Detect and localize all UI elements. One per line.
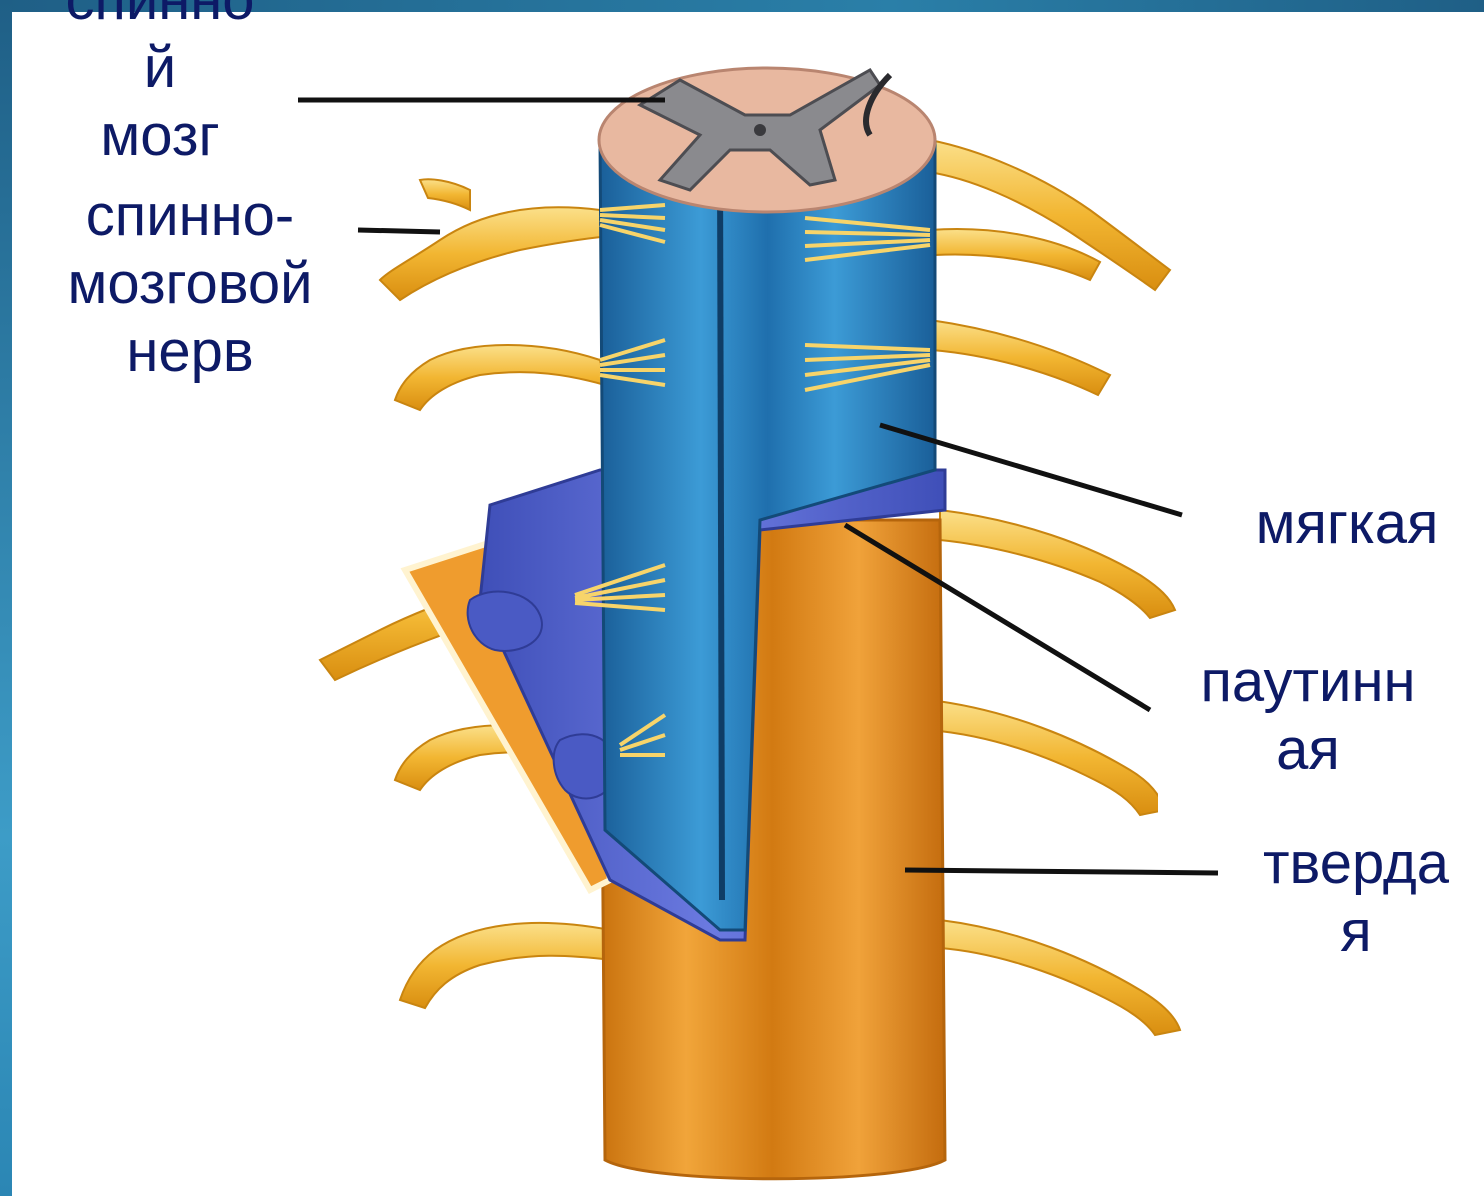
label-spinal-nerve-line1: спинно- <box>40 182 340 250</box>
anterior-median-fissure <box>720 160 722 900</box>
label-dura-mater-line1: тверда <box>1236 830 1476 898</box>
label-dura-mater-line2: я <box>1236 898 1476 966</box>
label-spinal-nerve: спинно- мозговой нерв <box>40 182 340 386</box>
label-arachnoid-line2: ая <box>1158 716 1458 784</box>
label-spinal-cord-line3: мозг <box>40 102 280 166</box>
label-arachnoid-line1: паутинн <box>1158 648 1458 716</box>
spinal-nerves-right <box>928 140 1180 1035</box>
label-arachnoid: паутинн ая <box>1158 618 1458 828</box>
label-spinal-cord-line2: й <box>40 34 280 102</box>
central-canal <box>754 124 766 136</box>
label-dura-mater: тверда я <box>1236 830 1476 966</box>
label-spinal-nerve-line3: нерв <box>40 318 340 386</box>
label-spinal-nerve-line2: мозговой <box>40 250 340 318</box>
label-pia-mater-line1: мягкая <box>1232 490 1462 558</box>
label-spinal-cord-line1: спинно <box>40 0 280 34</box>
label-spinal-cord: спинно й мозг <box>40 0 280 166</box>
label-pia-mater: мягкая <box>1232 490 1462 558</box>
